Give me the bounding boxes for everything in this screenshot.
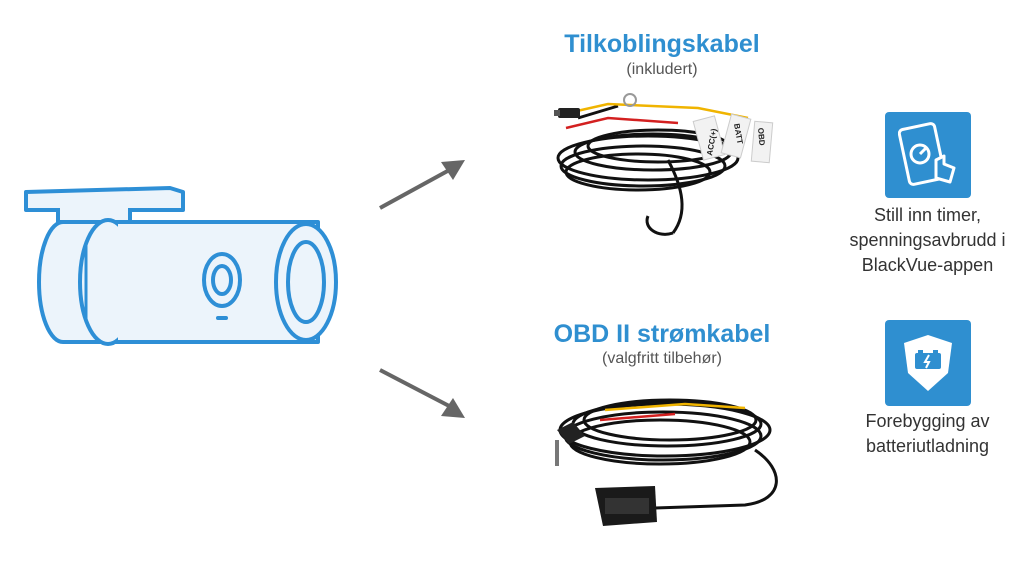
caption-line: batteriutladning: [865, 436, 990, 456]
obd-cable-icon: [555, 398, 778, 526]
dashcam-icon: [24, 186, 338, 346]
tag-batt: BATT: [732, 123, 744, 145]
smartphone-touch-icon: [898, 122, 956, 186]
arrow-to-obd: [375, 360, 475, 430]
hardwire-cable-image: ACC(+) BATT OBD: [548, 88, 778, 243]
caption-line: BlackVue-appen: [861, 255, 994, 275]
arrow-down-right-icon: [379, 368, 465, 418]
arrow-to-hardwire: [375, 150, 475, 220]
arrow-up-right-icon: [379, 160, 465, 210]
obd-subtitle: (valgfritt tilbehør): [601, 350, 723, 367]
obd-title: OBD II strømkabel: [553, 320, 771, 348]
caption-line: Still inn timer,: [873, 205, 982, 225]
battery-protect-caption: Forebygging av batteriutladning: [840, 409, 1014, 459]
timer-app-caption: Still inn timer, spenningsavbrudd i Blac…: [840, 203, 1014, 278]
hardwire-cable-icon: ACC(+) BATT OBD: [554, 93, 774, 236]
caption-line: spenningsavbrudd i: [849, 230, 1006, 250]
dashcam-illustration: [18, 182, 348, 352]
tag-obd: OBD: [756, 127, 767, 146]
hardwire-tags: ACC(+) BATT OBD: [692, 113, 774, 164]
caption-line: Forebygging av: [865, 411, 990, 431]
battery-protect-badge: [885, 320, 971, 406]
battery-shield-icon: [904, 335, 952, 391]
hardwire-subtitle: (inkludert): [626, 61, 698, 78]
hardwire-title: Tilkoblingskabel: [564, 30, 760, 58]
obd-cable-image: [545, 380, 805, 540]
timer-app-badge: [885, 112, 971, 198]
